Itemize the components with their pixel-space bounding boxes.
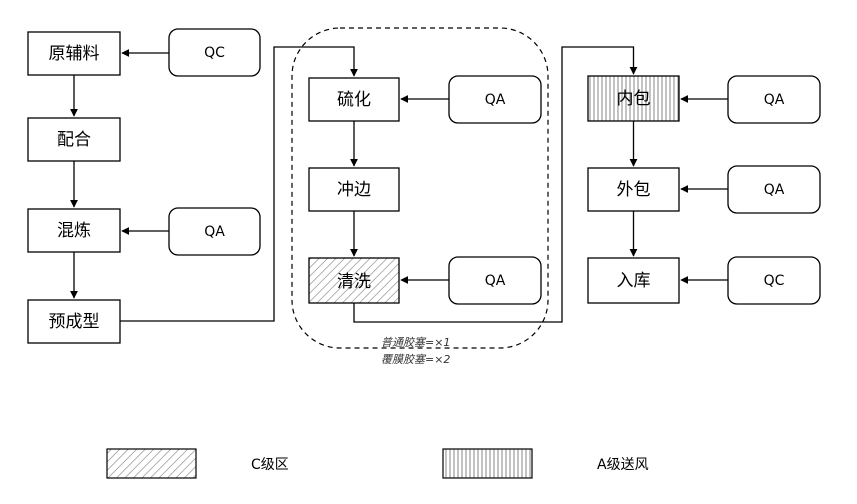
check-vulcanization-label: QA (485, 92, 506, 108)
step-raw-material-label: 原辅料 (49, 44, 100, 64)
step-raw-material: 原辅料 (27, 31, 121, 76)
check-storage-label: QC (764, 273, 785, 289)
check-storage: QC (727, 256, 821, 305)
check-washing-label: QA (485, 273, 506, 289)
check-mixing-label: QA (204, 224, 225, 240)
step-trimming: 冲边 (308, 167, 400, 212)
step-trimming-label: 冲边 (337, 180, 371, 200)
check-inner-packing-label: QA (764, 92, 785, 108)
step-washing: 清洗 (308, 257, 400, 304)
check-mixing: QA (168, 207, 261, 256)
note-standard-stopper: 普通胶塞=×1 (381, 336, 450, 349)
step-outer-packing-label: 外包 (617, 180, 651, 200)
connector-washing-to-inner-packing (353, 46, 638, 323)
step-mixing: 混炼 (27, 208, 121, 253)
legend-c-zone-swatch (106, 448, 197, 479)
legend: C级区 A级送风 (106, 448, 649, 479)
check-vulcanization: QA (448, 75, 542, 124)
legend-a-zone-swatch (442, 448, 533, 479)
step-vulcanization-label: 硫化 (337, 90, 371, 110)
connector-preforming-to-vulcanization (120, 46, 358, 322)
check-washing: QA (448, 256, 542, 305)
step-washing-label: 清洗 (337, 272, 371, 292)
step-preforming-label: 预成型 (49, 312, 100, 332)
clean-zone-boundary (291, 27, 549, 349)
step-inner-packing-label: 内包 (617, 89, 651, 109)
check-raw-material-label: QC (204, 45, 225, 61)
step-storage-label: 入库 (617, 271, 651, 291)
step-storage: 入库 (587, 257, 680, 304)
step-preforming: 预成型 (27, 299, 121, 344)
step-compounding-label: 配合 (57, 130, 91, 150)
step-inner-packing: 内包 (587, 75, 680, 122)
step-mixing-label: 混炼 (57, 221, 91, 241)
check-outer-packing-label: QA (764, 182, 785, 198)
note-coated-stopper: 覆膜胶塞=×2 (381, 353, 450, 366)
step-compounding: 配合 (27, 117, 121, 162)
step-outer-packing: 外包 (587, 167, 680, 212)
legend-c-zone-label: C级区 (251, 457, 289, 473)
legend-a-zone-label: A级送风 (597, 457, 649, 473)
step-vulcanization: 硫化 (308, 77, 400, 122)
check-outer-packing: QA (727, 165, 821, 214)
check-inner-packing: QA (727, 75, 821, 124)
check-raw-material: QC (168, 28, 261, 77)
